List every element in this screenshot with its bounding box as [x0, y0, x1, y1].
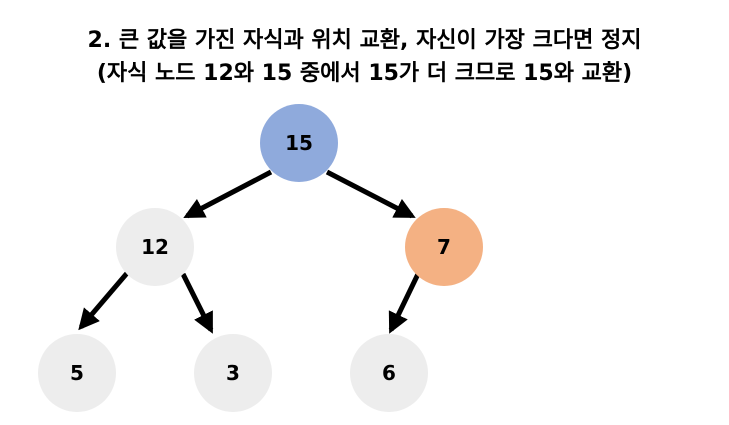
- node-left-left: 5: [38, 334, 116, 412]
- node-left: 12: [116, 208, 194, 286]
- edge-root-to-left: [183, 169, 273, 219]
- node-root-label: 15: [285, 131, 313, 155]
- edge-right-to-rightleft: [388, 272, 421, 334]
- node-right: 7: [405, 208, 483, 286]
- node-root: 15: [260, 104, 338, 182]
- node-left-label: 12: [141, 235, 169, 259]
- node-right-left-label: 6: [382, 361, 396, 385]
- edge-left-to-leftleft: [78, 270, 130, 331]
- edge-left-to-leftright: [180, 272, 214, 334]
- node-right-label: 7: [437, 235, 451, 259]
- caption-line-1: 2. 큰 값을 가진 자식과 위치 교환, 자신이 가장 크다면 정지: [87, 28, 642, 53]
- node-right-left: 6: [350, 334, 428, 412]
- node-left-left-label: 5: [70, 361, 84, 385]
- caption-line-2: (자식 노드 12와 15 중에서 15가 더 크므로 15와 교환): [96, 61, 633, 86]
- node-left-right-label: 3: [226, 361, 240, 385]
- node-left-right: 3: [194, 334, 272, 412]
- edge-root-to-right: [325, 169, 416, 219]
